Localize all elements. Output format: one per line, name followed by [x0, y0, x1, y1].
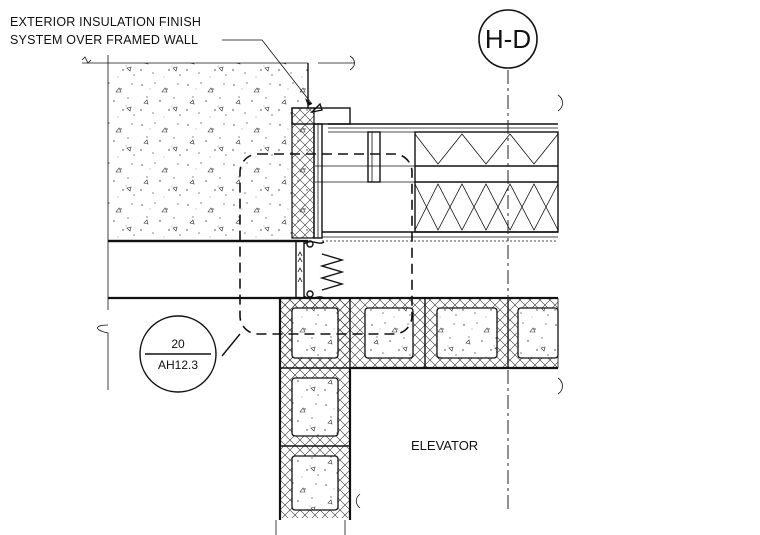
grid-line-h-d: H-D [478, 9, 538, 510]
detail-callout: 20 AH12.3 [139, 153, 413, 393]
cmu-walls [278, 296, 559, 520]
grid-bubble [478, 9, 538, 69]
detail-number: 20 [171, 337, 185, 351]
floor-edge-lines [108, 239, 300, 300]
concrete-wall [82, 62, 309, 243]
break-lines [81, 55, 563, 535]
expansion-joint [295, 240, 345, 299]
detail-sheet: AH12.3 [158, 358, 198, 372]
eifs-leader-note: EXTERIOR INSULATION FINISH SYSTEM OVER F… [10, 15, 313, 106]
detail-boundary [239, 153, 413, 335]
eifs-wall-assembly [291, 102, 559, 242]
grid-label: H-D [485, 24, 531, 54]
room-label-elevator: ELEVATOR [411, 438, 478, 453]
note-line-1: EXTERIOR INSULATION FINISH [10, 15, 201, 29]
note-line-2: SYSTEM OVER FRAMED WALL [10, 33, 198, 47]
